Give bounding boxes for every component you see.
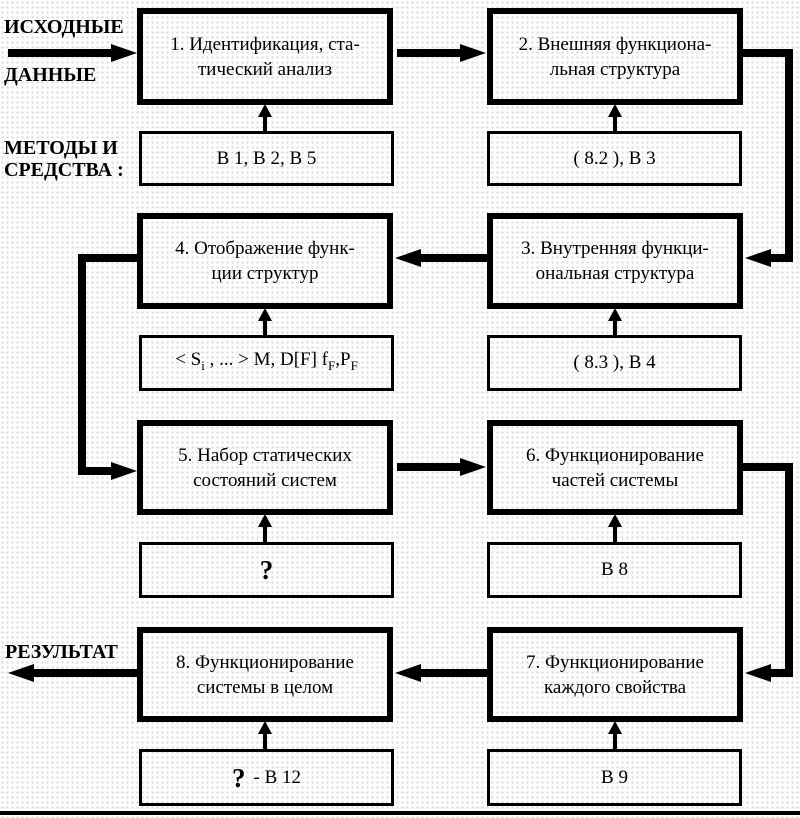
arrow-stage5-to-stage6-head-icon (460, 458, 486, 476)
up-arrow-method8-head-icon (258, 721, 272, 734)
up-arrow-method8-line (263, 729, 267, 749)
stage-3-text: 3. Внутренняя функци-ональная структура (521, 238, 709, 284)
result-arrow-head-icon (8, 664, 34, 682)
arrow-stage7-to-stage8-head-icon (395, 664, 421, 682)
method-7-text: В 9 (601, 766, 628, 788)
up-arrow-method5-line (263, 522, 267, 542)
input-data-label-line2: ДАННЫЕ (4, 64, 97, 86)
up-arrow-method7-head-icon (608, 721, 622, 734)
stage-2-text: 2. Внешняя функциона-льная структура (518, 33, 712, 80)
arrow-stage7-to-stage8-line (421, 669, 487, 677)
method-1-text: В 1, В 2, В 5 (216, 147, 317, 169)
methods-label-line2: СРЕДСТВА : (4, 159, 124, 181)
connector-stage2-stage3-hline (743, 49, 793, 57)
method-4-formula: < Si , ... > M, D[F] fF,PF (175, 349, 358, 373)
connector-stage4-stage5-vline (78, 254, 86, 475)
method-box-2: ( 8.2 ), В 3 (487, 131, 742, 186)
method-box-4: < Si , ... > M, D[F] fF,PF (139, 335, 394, 391)
stage-box-4: 4. Отображение функ-ции структур (137, 213, 393, 309)
method-3-text: ( 8.3 ), В 4 (573, 352, 656, 373)
method-6-text: В 8 (601, 559, 628, 580)
method-box-5: ? (139, 542, 394, 598)
input-arrow-head-icon (111, 44, 137, 62)
stage-box-3: 3. Внутренняя функци-ональная структура (487, 213, 743, 309)
result-label: РЕЗУЛЬТАТ (5, 641, 118, 663)
connector-stage6-stage7-head-icon (745, 664, 771, 682)
connector-stage6-stage7-hline (743, 463, 793, 471)
input-data-label-line1: ИСХОДНЫЕ (4, 16, 124, 38)
method-box-6: В 8 (487, 542, 742, 598)
method-8-text: - В 12 (253, 766, 302, 788)
up-arrow-method3-head-icon (608, 308, 622, 321)
up-arrow-method5-head-icon (258, 514, 272, 527)
stage-box-2: 2. Внешняя функциона-льная структура (487, 8, 743, 105)
arrow-stage1-to-stage2-line (397, 49, 461, 57)
connector-stage4-stage5-head-icon (111, 462, 137, 480)
methods-label-line1: МЕТОДЫ И (4, 137, 118, 159)
method-2-text: ( 8.2 ), В 3 (573, 147, 656, 169)
connector-stage6-stage7-tail (769, 669, 793, 677)
arrow-stage3-to-stage4-head-icon (395, 249, 421, 267)
stage-1-text: 1. Идентификация, ста-тический анализ (170, 33, 360, 80)
up-arrow-method2-line (613, 112, 617, 131)
connector-stage2-stage3-tail (769, 254, 793, 262)
stage-box-1: 1. Идентификация, ста-тический анализ (137, 8, 393, 105)
up-arrow-method2-head-icon (608, 104, 622, 117)
up-arrow-method3-line (613, 316, 617, 335)
input-arrow-line (8, 49, 112, 57)
connector-stage4-stage5-hline (78, 254, 137, 262)
up-arrow-method6-head-icon (608, 514, 622, 527)
up-arrow-method4-head-icon (258, 308, 272, 321)
connector-stage2-stage3-head-icon (745, 249, 771, 267)
method-box-8: ? - В 12 (139, 749, 394, 806)
method-5-question-mark: ? (259, 555, 274, 585)
method-box-7: В 9 (487, 749, 742, 806)
connector-stage2-stage3-vline (785, 49, 793, 262)
connector-stage6-stage7-vline (785, 463, 793, 677)
arrow-stage1-to-stage2-head-icon (460, 44, 486, 62)
bottom-rule (0, 811, 800, 815)
method-8-question-mark: ? (232, 762, 246, 793)
method-box-3: ( 8.3 ), В 4 (487, 335, 742, 391)
stage-4-text: 4. Отображение функ-ции структур (175, 238, 355, 284)
method-box-1: В 1, В 2, В 5 (139, 131, 394, 186)
result-arrow-line (34, 669, 137, 677)
arrow-stage5-to-stage6-line (397, 463, 461, 471)
up-arrow-method7-line (613, 729, 617, 749)
up-arrow-method6-line (613, 522, 617, 542)
connector-stage4-stage5-tail (78, 467, 112, 475)
up-arrow-method1-line (263, 112, 267, 131)
up-arrow-method1-head-icon (258, 104, 272, 117)
arrow-stage3-to-stage4-line (421, 254, 487, 262)
up-arrow-method4-line (263, 316, 267, 335)
